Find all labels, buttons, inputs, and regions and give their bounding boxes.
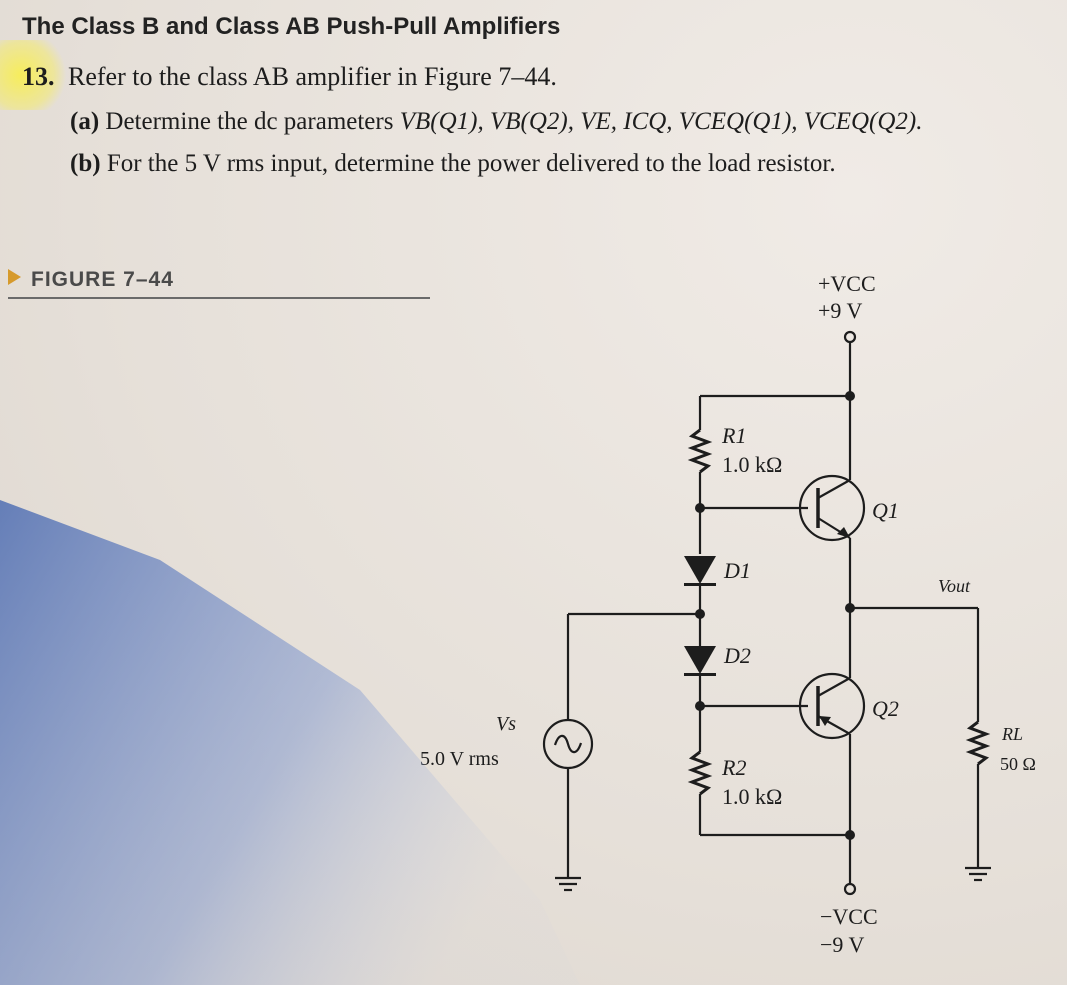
vs-name: Vs	[496, 713, 516, 735]
part-a-label: (a)	[70, 108, 100, 135]
problem-number: 13.	[22, 62, 55, 91]
q1-name: Q1	[872, 498, 899, 523]
rl-value: 50 Ω	[1000, 754, 1036, 774]
q1-transistor	[798, 474, 866, 542]
r2-value: 1.0 kΩ	[722, 784, 782, 809]
d2-name: D2	[723, 643, 751, 668]
figure-arrow-icon	[8, 269, 21, 285]
d1-diode	[684, 556, 716, 584]
d1-name: D1	[723, 558, 751, 583]
rl-name: RL	[1001, 724, 1023, 744]
vs-value: 5.0 V rms	[420, 748, 499, 770]
vout-name: Vout	[938, 576, 971, 596]
vcc-neg-label: −VCC	[820, 904, 878, 929]
part-a-variables: VB(Q1), VB(Q2), VE, ICQ, VCEQ(Q1), VCEQ(…	[399, 108, 923, 135]
r2-name: R2	[721, 755, 746, 780]
section-heading: The Class B and Class AB Push-Pull Ampli…	[22, 13, 561, 40]
d2-diode	[684, 646, 716, 674]
part-b-text: For the 5 V rms input, determine the pow…	[106, 150, 836, 177]
part-a-text: Determine the dc parameters	[105, 108, 394, 135]
highlighter-mark	[0, 40, 70, 110]
problem-text: Refer to the class AB amplifier in Figur…	[68, 62, 557, 91]
q2-transistor	[798, 672, 866, 740]
part-b-label: (b)	[70, 150, 101, 177]
r2-resistor	[687, 750, 713, 796]
vcc-pos-value: +9 V	[818, 298, 863, 323]
part-b: (b) For the 5 V rms input, determine the…	[70, 150, 836, 178]
vcc-pos-terminal	[843, 330, 857, 344]
vcc-neg-value: −9 V	[820, 932, 865, 957]
figure-label-text: FIGURE 7–44	[31, 268, 174, 291]
q1-emitter-arrow	[837, 527, 850, 538]
r1-value: 1.0 kΩ	[722, 452, 782, 477]
figure-rule	[8, 297, 430, 299]
vcc-pos-label: +VCC	[818, 271, 876, 296]
r1-name: R1	[721, 423, 746, 448]
r1-resistor	[687, 428, 713, 474]
q2-name: Q2	[872, 696, 899, 721]
vcc-neg-terminal	[843, 882, 857, 896]
rl-resistor	[965, 720, 991, 766]
part-a: (a) Determine the dc parameters VB(Q1), …	[70, 108, 923, 136]
q2-emitter-arrow	[819, 716, 831, 726]
figure-label: FIGURE 7–44	[8, 268, 174, 292]
